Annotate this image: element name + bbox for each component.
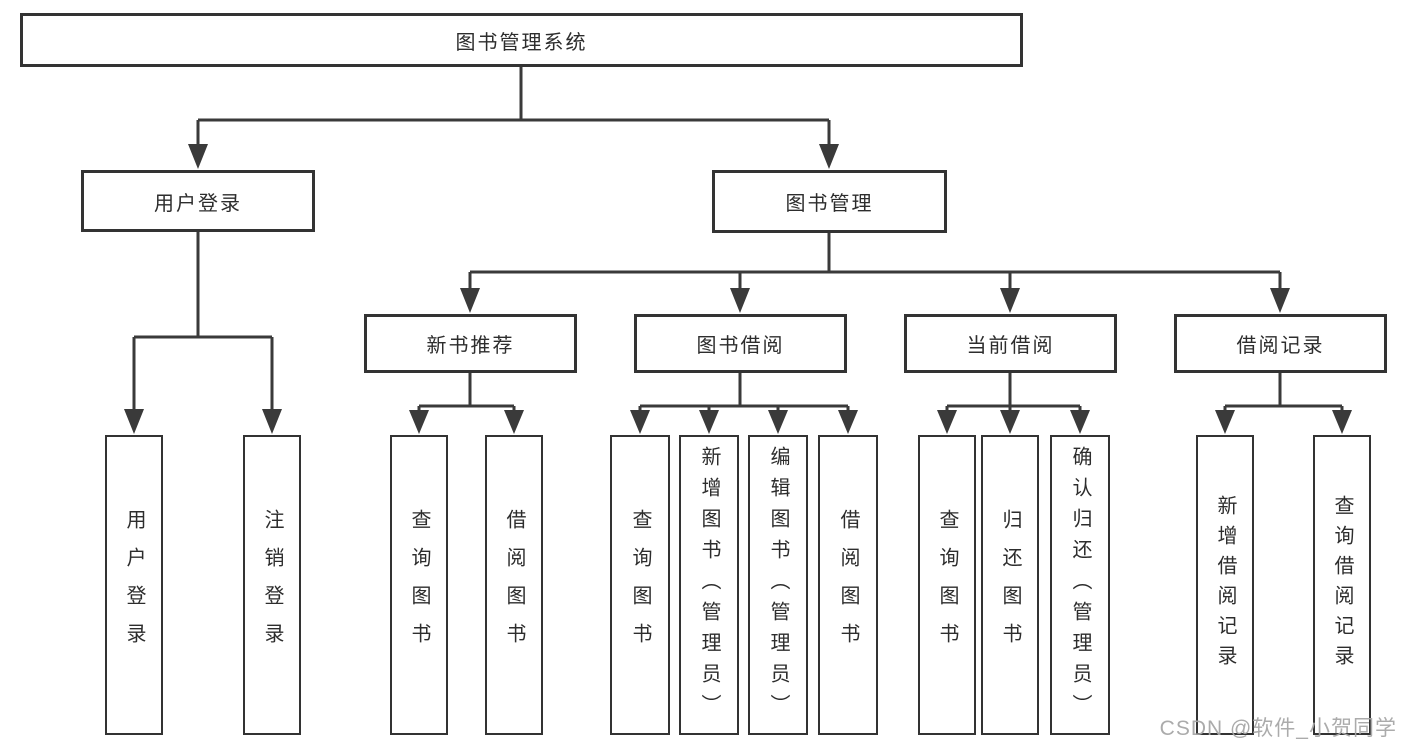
leaf-borrow-books-recommend: 借阅图书 xyxy=(485,435,543,735)
node-borrowing-records: 借阅记录 xyxy=(1174,314,1387,373)
node-book-borrowing: 图书借阅 xyxy=(634,314,847,373)
leaf-query-books-current: 查询图书 xyxy=(918,435,976,735)
leaf-confirm-return-admin: 确认归还（管理员） xyxy=(1050,435,1110,735)
leaf-add-borrow-record: 新增借阅记录 xyxy=(1196,435,1254,735)
node-new-book-recommend: 新书推荐 xyxy=(364,314,577,373)
leaf-query-books-borrowing: 查询图书 xyxy=(610,435,670,735)
node-current-borrowing: 当前借阅 xyxy=(904,314,1117,373)
leaf-logout: 注销登录 xyxy=(243,435,301,735)
node-book-management: 图书管理 xyxy=(712,170,947,233)
csdn-watermark: CSDN @软件_小贺同学 xyxy=(1159,717,1397,740)
leaf-edit-books-admin: 编辑图书（管理员） xyxy=(748,435,808,735)
leaf-add-books-admin: 新增图书（管理员） xyxy=(679,435,739,735)
node-root: 图书管理系统 xyxy=(20,13,1023,67)
leaf-return-books: 归还图书 xyxy=(981,435,1039,735)
leaf-user-login: 用户登录 xyxy=(105,435,163,735)
node-user-login: 用户登录 xyxy=(81,170,315,232)
leaf-query-books-recommend: 查询图书 xyxy=(390,435,448,735)
leaf-borrow-books: 借阅图书 xyxy=(818,435,878,735)
leaf-query-borrow-record: 查询借阅记录 xyxy=(1313,435,1371,735)
